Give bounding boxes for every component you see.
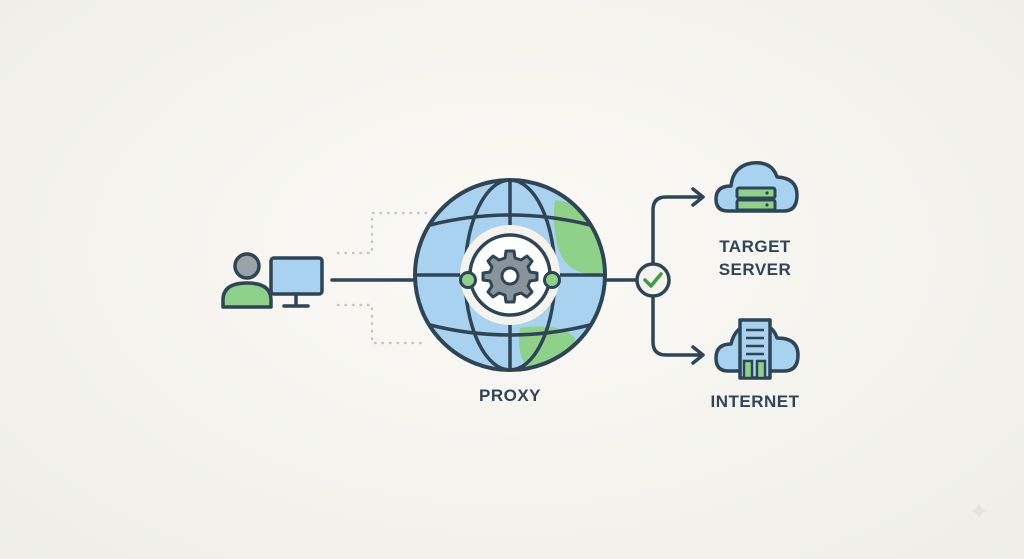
- sparkle-icon: [970, 502, 988, 520]
- arrowhead-internet: [691, 345, 705, 365]
- arrow-to-internet: [651, 290, 704, 357]
- proxy-label: PROXY: [478, 386, 542, 405]
- gear-icon: [481, 249, 539, 304]
- monitor-icon: [269, 256, 324, 308]
- dotted-connectors: [336, 211, 428, 345]
- client: [221, 252, 324, 309]
- target-server-label-line1: TARGET: [719, 237, 791, 256]
- branch-arrows: [651, 187, 705, 365]
- dotted-connector-bottom: [336, 303, 428, 345]
- dotted-connector-top: [336, 211, 428, 255]
- user-icon: [221, 252, 273, 309]
- node-right: [543, 271, 561, 289]
- arrowhead-target: [691, 187, 705, 207]
- cloud-building-icon: [714, 318, 800, 380]
- cloud-server-icon: [714, 161, 799, 213]
- internet-label: INTERNET: [710, 392, 800, 411]
- check-icon: [635, 262, 671, 298]
- arrow-to-target: [651, 195, 704, 270]
- node-left: [459, 271, 477, 289]
- target-server-label-line2: SERVER: [718, 260, 792, 279]
- target-server-label: TARGET SERVER: [690, 235, 820, 281]
